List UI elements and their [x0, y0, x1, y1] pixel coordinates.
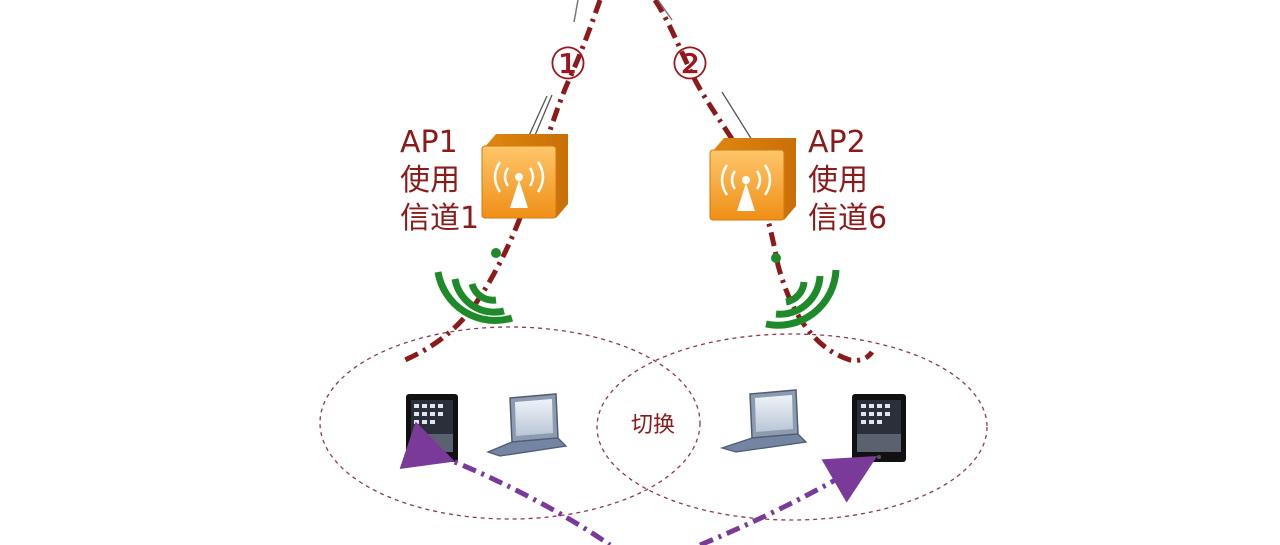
ap1-device-icon — [481, 134, 568, 219]
roam-path-from-left-device — [399, 421, 612, 545]
tablet-right-icon — [852, 394, 906, 462]
ap1-name: AP1 — [400, 125, 458, 160]
path-2-number: ② — [670, 39, 709, 90]
ap2-usage-label: 使用 — [808, 163, 868, 198]
ap2-device-icon — [709, 138, 796, 221]
ap2-channel-label: 信道6 — [808, 201, 887, 236]
laptop-left-icon — [486, 393, 568, 457]
ap1-channel-label: 信道1 — [400, 201, 479, 236]
tablet-left-icon — [406, 394, 458, 462]
ap2-coverage-area — [596, 333, 988, 521]
ap1-usage-label: 使用 — [400, 163, 460, 198]
ap1-coverage-area — [319, 326, 701, 520]
roam-path-to-right-device — [699, 455, 878, 545]
ap1-signal-icon — [434, 248, 514, 324]
ap2-name: AP2 — [808, 125, 866, 160]
switch-label: 切换 — [631, 413, 675, 438]
path-1-number: ① — [548, 39, 587, 90]
ap2-signal-icon — [765, 253, 840, 329]
laptop-right-icon — [719, 389, 808, 453]
